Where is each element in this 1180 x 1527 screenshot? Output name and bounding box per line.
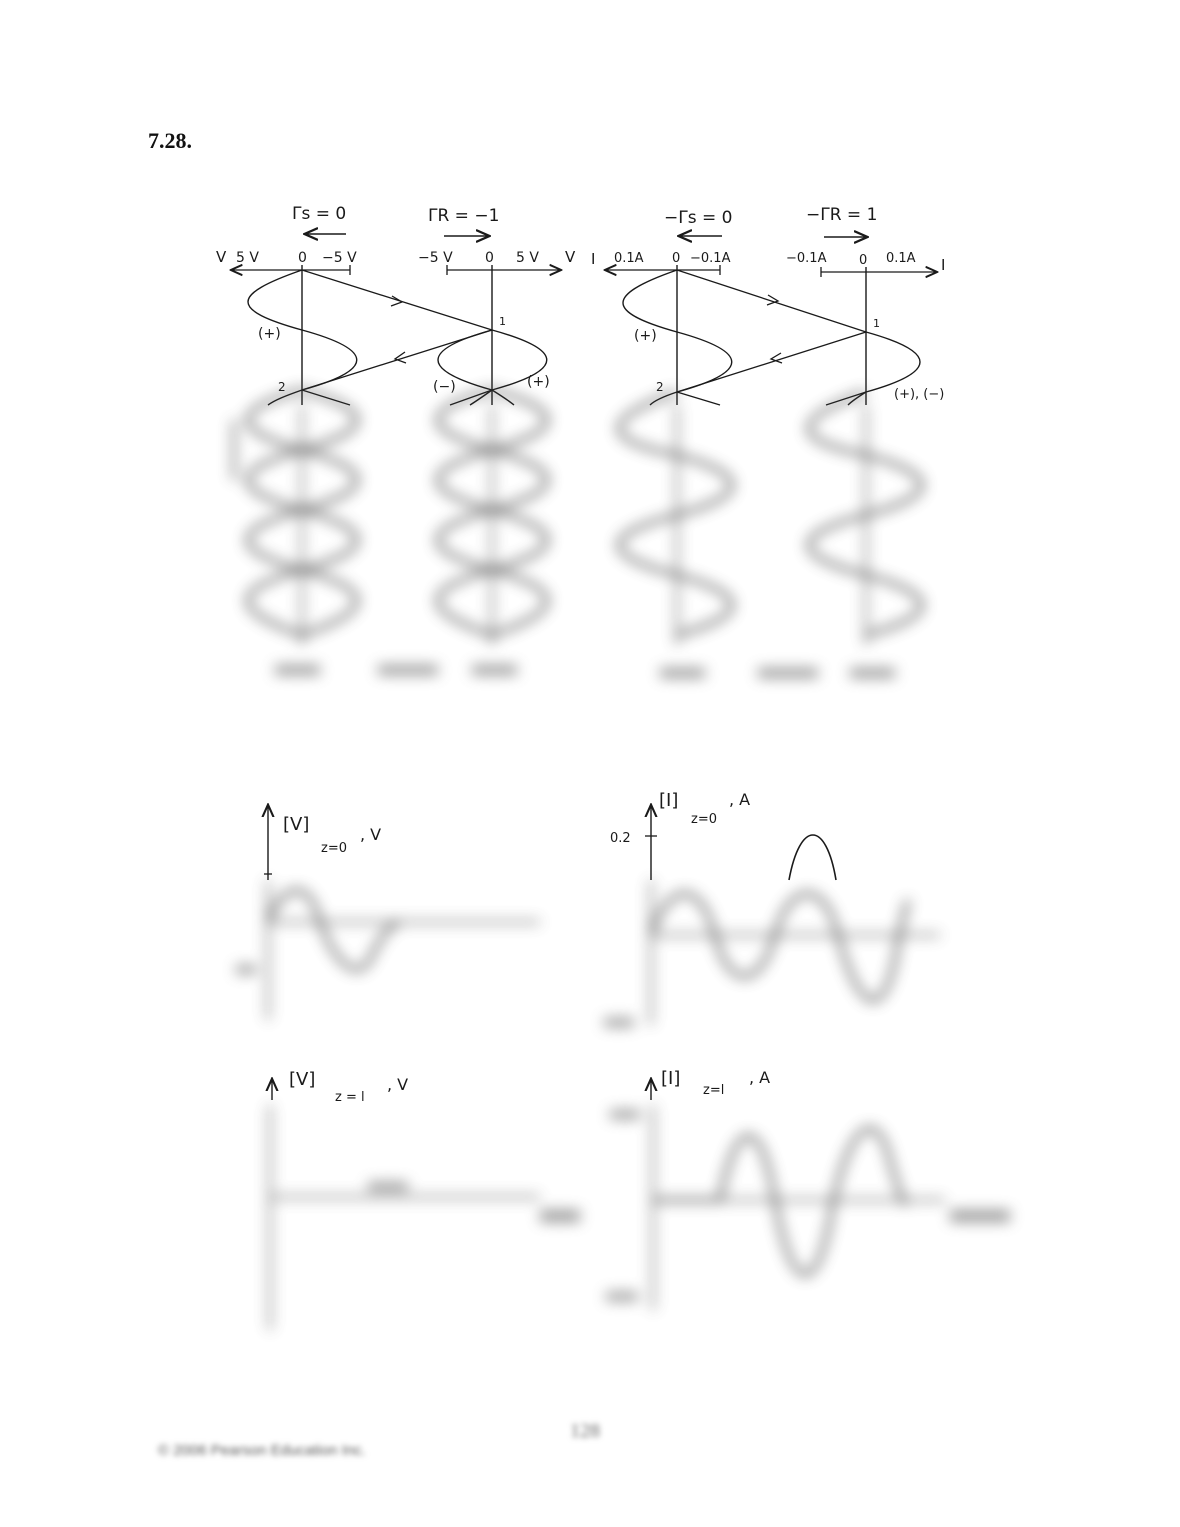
load-current-waveform <box>847 331 921 406</box>
sign-plus-left: (+) <box>258 326 281 342</box>
plot-i-z0: [I] z=0 , A 0.2 <box>610 790 837 881</box>
i-axis-right-label: I <box>941 256 945 274</box>
current-source-tick-1: 0.1A <box>614 251 644 266</box>
load-tick-2: 0 <box>485 250 494 266</box>
v-z0-sub: z=0 <box>321 841 347 856</box>
current-bounce-diagram: −Γs = 0 −ΓR = 1 I 0.1A 0 −0.1A −0.1A 0 0… <box>591 205 945 406</box>
copyright-notice: © 2006 Pearson Education Inc. <box>158 1442 366 1459</box>
plot-v-zl: [V] z = l , V <box>272 1069 408 1105</box>
neg-gamma-s-label: −Γs = 0 <box>664 208 732 228</box>
blurred-upper-plots <box>236 880 940 1027</box>
current-marker-1: 1 <box>873 317 880 330</box>
current-load-tick-1: −0.1A <box>786 251 827 266</box>
sign-plus-right: (+) <box>527 374 550 390</box>
v-zl-sub: z = l <box>335 1090 365 1105</box>
i-zl-sub: z=l <box>703 1083 724 1098</box>
plot-i-zl: [I] z=l , A <box>651 1068 770 1100</box>
i-z0-peak <box>788 834 837 881</box>
i-z0-unit: , A <box>729 790 750 809</box>
v-zl-unit: , V <box>387 1075 408 1094</box>
i-axis-left-label: I <box>591 250 595 268</box>
sign-minus-right: (−) <box>433 379 456 395</box>
v-zl-label: [V] <box>289 1069 315 1090</box>
gamma-r-label: ΓR = −1 <box>428 206 499 226</box>
i-zl-unit: , A <box>749 1068 770 1087</box>
marker-2: 2 <box>278 380 286 394</box>
current-load-tick-2: 0 <box>859 253 867 268</box>
source-tick-3: −5 V <box>322 250 357 266</box>
blurred-lower-plots <box>268 1105 1010 1330</box>
gamma-s-label: Γs = 0 <box>292 204 346 224</box>
i-z0-sub: z=0 <box>691 812 717 827</box>
marker-1: 1 <box>499 315 506 328</box>
current-source-tick-2: 0 <box>672 251 680 266</box>
v-axis-right-label: V <box>565 248 576 266</box>
plot-v-z0: [V] z=0 , V <box>264 806 381 880</box>
load-voltage-waveform-b <box>469 329 548 406</box>
forward-wave-line <box>301 269 493 331</box>
current-sign-plus-left: (+) <box>634 328 657 344</box>
page-number: 128 <box>570 1420 600 1442</box>
i-z0-label: [I] <box>659 790 678 811</box>
v-axis-left-label: V <box>216 248 227 266</box>
voltage-bounce-diagram: Γs = 0 ΓR = −1 V 5 V 0 −5 V −5 V 0 5 V V <box>216 204 576 406</box>
i-z0-tick-top: 0.2 <box>610 831 631 846</box>
v-z0-label: [V] <box>283 814 309 835</box>
source-tick-1: 5 V <box>236 250 259 266</box>
blurred-bounce-continuation <box>232 387 924 678</box>
current-forward-line <box>676 269 867 333</box>
problem-number: 7.28. <box>148 128 192 153</box>
i-zl-label: [I] <box>661 1068 680 1089</box>
current-marker-2: 2 <box>656 380 664 394</box>
load-tick-3: 5 V <box>516 250 539 266</box>
current-sign-right: (+), (−) <box>894 387 944 402</box>
current-load-tick-3: 0.1A <box>886 251 916 266</box>
neg-gamma-r-label: −ΓR = 1 <box>806 205 877 225</box>
v-z0-unit: , V <box>360 825 381 844</box>
load-voltage-waveform-a <box>437 329 515 406</box>
current-source-tick-3: −0.1A <box>690 251 731 266</box>
source-tick-2: 0 <box>298 250 307 266</box>
load-tick-1: −5 V <box>418 250 453 266</box>
